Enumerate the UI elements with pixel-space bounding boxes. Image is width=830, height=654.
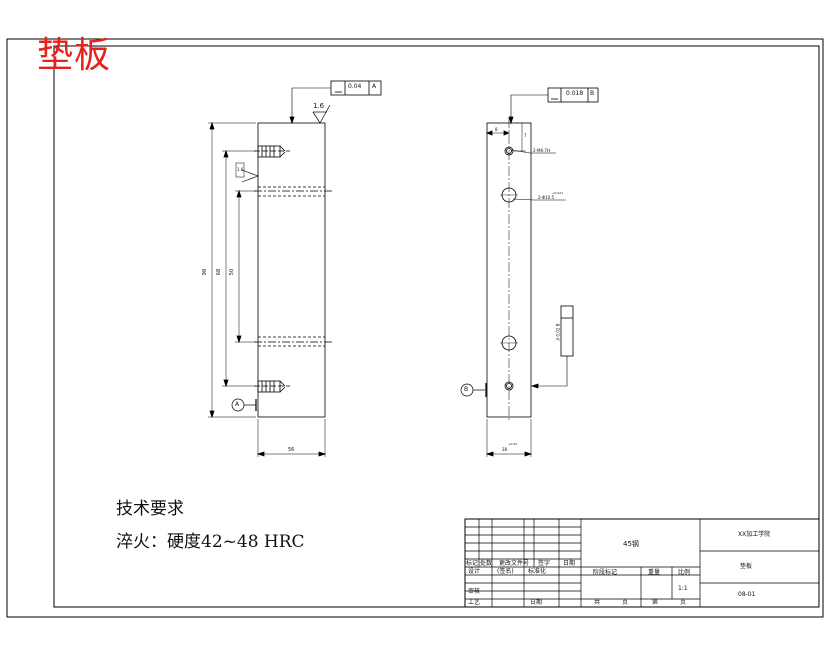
dim-top-b: 7 xyxy=(524,133,527,138)
tb-header-3: 更改文件号 xyxy=(499,560,530,567)
title-block xyxy=(464,518,820,608)
front-view xyxy=(208,80,382,457)
tb-scale-label: 比例 xyxy=(678,569,691,576)
tb-standard: 标准化 xyxy=(528,568,547,575)
hole-note-2: 2-Φ10.5 xyxy=(538,195,555,200)
dim-width: 56 xyxy=(288,447,295,453)
tb-header-5: 日期 xyxy=(563,560,576,567)
side-width-dim: 28 xyxy=(502,447,508,452)
parallel-note: // 0.02 B xyxy=(555,323,561,341)
side-view xyxy=(460,87,599,457)
tb-header-4: 签字 xyxy=(538,560,551,567)
tb-weight: 重量 xyxy=(648,569,661,576)
dim-overall-height: 98 xyxy=(202,268,209,276)
hole-note-1: 2-M6-7H xyxy=(533,148,550,153)
drawing-number: 08-01 xyxy=(738,591,756,598)
tb-sheets-total: 共 xyxy=(594,599,601,606)
flatness-datum: A xyxy=(372,83,377,90)
inner-border xyxy=(53,45,820,608)
tb-date: 日期 xyxy=(530,599,543,606)
datum-b-label: B xyxy=(464,386,469,393)
tb-check: 审核 xyxy=(468,588,481,595)
tb-sheet-no: 第 xyxy=(652,599,659,606)
tb-sheets-page: 页 xyxy=(622,599,629,606)
tol-datum: B xyxy=(590,90,595,97)
front-body xyxy=(257,122,326,418)
tech-heading: 技术要求 xyxy=(116,499,184,519)
side-width-tol: +0.05 xyxy=(508,442,518,446)
part-name: 垫板 xyxy=(740,563,753,570)
outer-border xyxy=(6,38,824,618)
hole-tol: +0.021 xyxy=(552,191,564,195)
tb-header-2: 处数 xyxy=(480,560,493,567)
company-name: XX加工学院 xyxy=(738,531,771,538)
tb-process: 工艺 xyxy=(468,599,481,606)
dim-mid-height: 68 xyxy=(216,268,223,276)
tech-note: 淬火：硬度42~48 HRC xyxy=(116,532,305,552)
tb-sheet-page: 页 xyxy=(680,599,687,606)
drawing-title: 垫板 xyxy=(37,35,112,76)
tb-stage: 阶段标记 xyxy=(593,569,618,576)
material-label: 45钢 xyxy=(623,540,639,548)
datum-a-label: A xyxy=(235,401,240,408)
tb-design: 设计 xyxy=(468,568,481,575)
tb-header-1: 标记 xyxy=(466,560,479,567)
dim-inner-height: 50 xyxy=(229,268,236,276)
scale-value: 1:1 xyxy=(678,585,688,592)
roughness-small: 1.6 xyxy=(237,167,244,172)
tol-value: 0.018 xyxy=(566,90,584,97)
tb-sign: (签名) xyxy=(497,568,514,575)
roughness-value: 1.6 xyxy=(313,102,325,110)
flatness-value: 0.04 xyxy=(348,83,362,90)
dim-top-a: 8 xyxy=(495,127,498,132)
